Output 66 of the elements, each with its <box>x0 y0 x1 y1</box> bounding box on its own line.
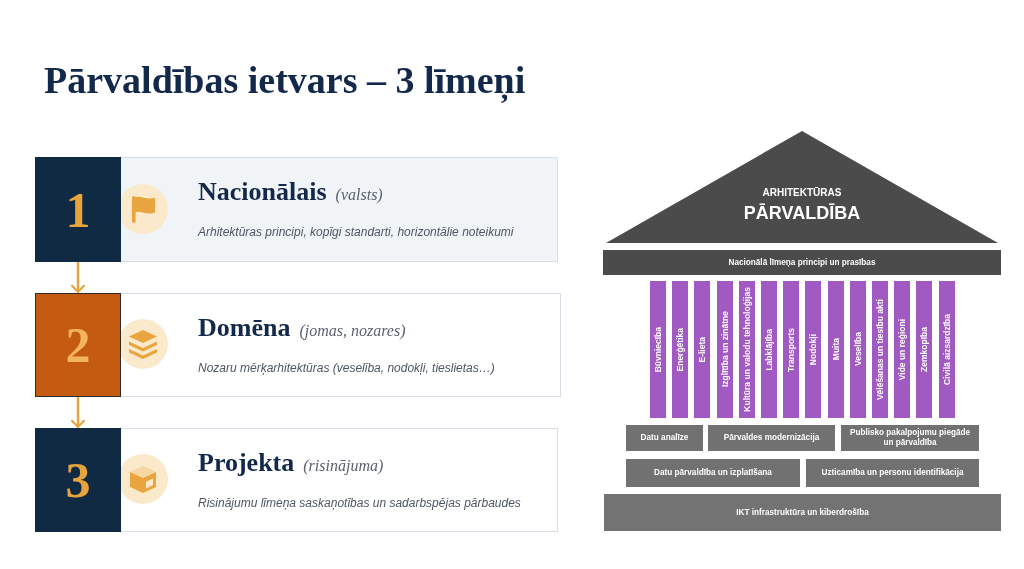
pillar <box>694 281 710 418</box>
roof-triangle <box>606 131 998 243</box>
pillar <box>916 281 932 418</box>
pillar-label: Labklājība <box>764 328 774 371</box>
pillar-label: Muita <box>831 338 841 361</box>
pillar <box>850 281 866 418</box>
pillar-label: Būvniecība <box>653 326 663 373</box>
pillar <box>761 281 777 418</box>
header-band <box>603 250 1001 275</box>
level-qualifier: (jomas, nozares) <box>299 321 406 341</box>
pillar-label: Nodokļi <box>808 333 818 366</box>
module-block <box>708 425 835 451</box>
module-block <box>626 459 800 487</box>
module-block <box>806 459 979 487</box>
pillar <box>717 281 733 418</box>
pillar-label: E-lieta <box>697 336 707 363</box>
level-description: Risinājumu līmeņa saskaņotības un sadarbspējas pārbaudes <box>198 496 521 511</box>
level-heading: Projekta <box>198 448 295 478</box>
pillar-label: Vēlēšanas un tiesību akti <box>875 298 885 401</box>
number-tile <box>35 157 121 262</box>
pillar <box>739 281 755 418</box>
pillar <box>894 281 910 418</box>
module-label: Pārvaldes modernizācija <box>723 433 820 443</box>
level-heading: Domēna <box>198 313 291 343</box>
level-heading: Nacionālais <box>198 177 327 207</box>
pillar-label: Izglītība un zinātne <box>720 311 730 388</box>
pillar <box>672 281 688 418</box>
pillar-label: Vide un reģioni <box>897 318 907 381</box>
foundation-label: IKT infrastruktūra un kiberdrošība <box>736 507 869 518</box>
module-label: Datu pārvaldība un izplatīšana <box>654 468 772 478</box>
roof-subtitle: ARHITEKTŪRAS <box>761 187 843 199</box>
pillar <box>783 281 799 418</box>
number-tile <box>35 428 121 532</box>
level-description: Arhitektūras principi, kopīgi standarti, horizontālie noteikumi <box>198 225 514 240</box>
pillar-label: Zemkopība <box>919 327 929 372</box>
arrow <box>70 260 86 293</box>
pillar-label: Kultūra un valodu tehnoloģijas <box>742 287 752 412</box>
level-number: 2 <box>65 318 91 372</box>
module-label: Uzticamība un personu identifikācija <box>821 468 964 478</box>
level-card <box>35 157 558 262</box>
module-block <box>841 425 979 451</box>
pillar-label: Enerģētika <box>675 327 685 372</box>
number-tile <box>35 293 121 397</box>
pillar-label: Civilā aizsardzība <box>942 314 952 385</box>
module-label: Datu analīze <box>640 433 689 443</box>
level-number: 1 <box>65 182 91 237</box>
level-card <box>35 428 558 532</box>
page-title: Pārvaldības ietvars – 3 līmeņi <box>44 58 526 102</box>
level-card <box>35 293 561 397</box>
level-number: 3 <box>65 453 91 507</box>
pillar <box>828 281 844 418</box>
pillar <box>939 281 955 418</box>
pillar <box>650 281 666 418</box>
pillar <box>872 281 888 418</box>
pillar-label: Veselība <box>853 332 863 367</box>
module-label: Publisko pakalpojumu piegāde un pārvaldība <box>848 428 972 448</box>
foundation-block <box>604 494 1001 531</box>
level-description: Nozaru mērķarhitektūras (veselība, nodokļi, tieslietas…) <box>198 361 495 376</box>
band-label: Nacionālā līmeņa principi un prasības <box>728 257 876 268</box>
arrow <box>70 395 86 428</box>
pillar <box>805 281 821 418</box>
level-qualifier: (valsts) <box>335 185 383 205</box>
module-block <box>626 425 703 451</box>
roof-title: PĀRVALDĪBA <box>742 203 862 224</box>
pillar-label: Transports <box>786 327 796 372</box>
level-qualifier: (risinājuma) <box>303 456 384 476</box>
